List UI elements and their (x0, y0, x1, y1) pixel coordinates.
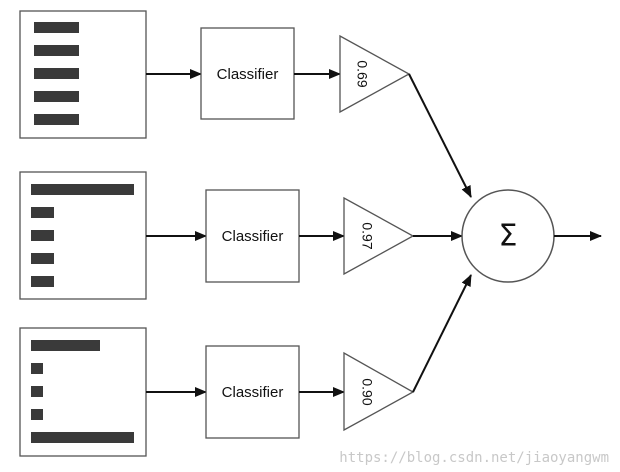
row-1: Classifier 0.69 (19, 10, 472, 198)
feature-bar (34, 91, 79, 102)
feature-bar (34, 22, 79, 33)
feature-bar (31, 363, 43, 374)
feature-bars-2 (31, 184, 134, 287)
feature-bars-3 (31, 340, 134, 443)
arrow-weight-to-sum-3 (412, 274, 472, 393)
weight-label-1: 0.69 (354, 60, 370, 87)
weight-triangle-1 (339, 34, 411, 114)
feature-bar (31, 409, 43, 420)
feature-bar (31, 253, 54, 264)
feature-bar (31, 207, 54, 218)
watermark: https://blog.csdn.net/jiaoyangwm (339, 450, 609, 466)
feature-bar (31, 276, 54, 287)
classifier-label-1: Classifier (217, 66, 279, 83)
row-2: Classifier 0.97 (19, 171, 463, 300)
classifier-box-3 (205, 345, 300, 439)
feature-bar (34, 68, 79, 79)
row-3: Classifier 0.90 (19, 274, 472, 457)
feature-bar (34, 45, 79, 56)
classifier-label-2: Classifier (222, 228, 284, 245)
arrow-weight-to-sum-1 (408, 73, 472, 198)
weight-triangle-3 (343, 351, 415, 432)
feature-bar (31, 230, 54, 241)
feature-bar (34, 114, 79, 125)
feature-bar (31, 432, 134, 443)
classifier-label-3: Classifier (222, 384, 284, 401)
feature-bar (31, 340, 100, 351)
feature-bars-1 (34, 22, 79, 125)
classifier-box-1 (200, 27, 295, 120)
feature-bar (31, 386, 43, 397)
weight-triangle-2 (343, 196, 415, 276)
weight-label-3: 0.90 (359, 378, 375, 405)
feature-bar (31, 184, 134, 195)
weight-label-2: 0.97 (359, 222, 375, 249)
sigma-icon: Σ (499, 219, 518, 254)
